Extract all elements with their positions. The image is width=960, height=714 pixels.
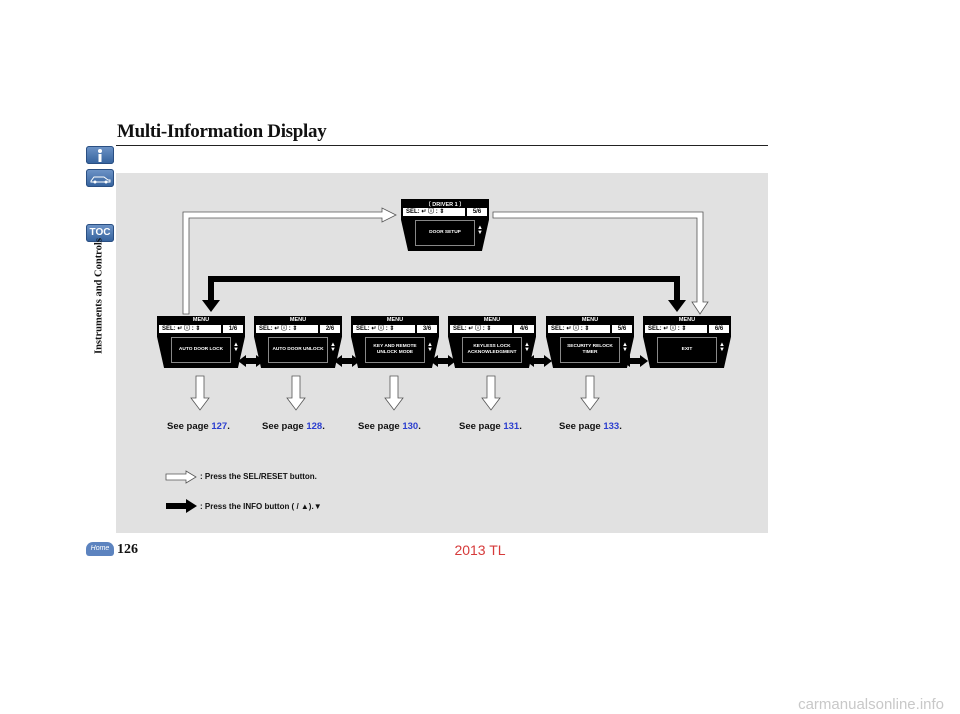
screen-sel-line: SEL: ↵ ⓘ : ⇕ [548,325,610,333]
screen-content: KEY AND REMOTE UNLOCK MODE [365,337,425,363]
updown-icon: ▲▼ [477,225,483,236]
page-link[interactable]: 130 [402,421,419,432]
see-page-suffix: . [619,421,622,432]
screen-header: MENU [192,317,210,323]
screen-content: EXIT [657,337,717,363]
screen-page-indicator: 4/6 [514,325,534,333]
see-page-prefix: See page [559,421,604,432]
see-page-prefix: See page [459,421,504,432]
see-page-ref-3: See page 130. [358,421,421,432]
info-arrow-loop [202,276,686,312]
see-page-ref-5: See page 133. [559,421,622,432]
menu-screen-6: MENU SEL: ↵ ⓘ : ⇕ 6/6 EXIT ▲▼ [643,316,731,368]
menu-screen-2: MENU SEL: ↵ ⓘ : ⇕ 2/6 AUTO DOOR UNLOCK ▲… [254,316,342,368]
legend-sel-arrow [165,470,197,484]
screen-sel-line: SEL: ↵ ⓘ : ⇕ [256,325,318,333]
sel-arrow-down [492,211,709,315]
see-page-suffix: . [418,421,421,432]
menu-screen-5: MENU SEL: ↵ ⓘ : ⇕ 5/6 SECURITY RELOCK TI… [546,316,634,368]
screen-page-indicator: 2/6 [320,325,340,333]
see-page-suffix: . [322,421,325,432]
screen-content: KEYLESS LOCK ACKNOWLEDGMENT [462,337,522,363]
page-number: 126 [117,542,138,557]
see-page-prefix: See page [167,421,212,432]
updown-icon: ▲▼ [233,342,239,353]
legend-info-text: : Press the INFO button ( / ▲).▼ [200,502,322,511]
screen-page-indicator: 3/6 [417,325,437,333]
screen-sel-line: SEL: ↵ ⓘ : ⇕ [353,325,415,333]
screen-content: AUTO DOOR UNLOCK [268,337,328,363]
home-button[interactable]: Home [86,542,114,556]
see-page-prefix: See page [358,421,403,432]
updown-icon: ▲▼ [622,342,628,353]
screen-sel-line: SEL: ↵ ⓘ : ⇕ [450,325,512,333]
screen-page-indicator: 1/6 [223,325,243,333]
legend-info-arrow [166,499,197,513]
see-page-ref-4: See page 131. [459,421,522,432]
info-icon[interactable] [86,146,114,164]
screen-content: DOOR SETUP [415,220,475,246]
screen-content: SECURITY RELOCK TIMER [560,337,620,363]
page-link[interactable]: 131 [503,421,520,432]
screen-page-indicator: 5/6 [467,208,487,216]
car-glyph-icon [90,176,111,184]
sel-arrow-up [182,207,397,315]
site-watermark: carmanualsonline.info [798,696,944,713]
screen-header: MENU [581,317,599,323]
updown-icon: ▲▼ [719,342,725,353]
updown-icon: ▲▼ [330,342,336,353]
sel-arrows-down [190,375,600,411]
screen-header: 〔 DRIVER 1 〕 [425,202,465,208]
title-divider [116,145,768,146]
screen-sel-line: SEL: ↵ ⓘ : ⇕ [403,208,465,216]
screen-page-indicator: 5/6 [612,325,632,333]
screen-header: MENU [678,317,696,323]
screen-header: MENU [289,317,307,323]
toc-button[interactable]: TOC [86,224,114,242]
screen-sel-line: SEL: ↵ ⓘ : ⇕ [645,325,707,333]
screen-page-indicator: 6/6 [709,325,729,333]
see-page-suffix: . [227,421,230,432]
see-page-ref-1: See page 127. [167,421,230,432]
menu-screen-3: MENU SEL: ↵ ⓘ : ⇕ 3/6 KEY AND REMOTE UNL… [351,316,439,368]
car-icon[interactable] [86,169,114,187]
model-watermark: 2013 TL [454,542,506,558]
screen-header: MENU [386,317,404,323]
page-link[interactable]: 133 [603,421,620,432]
legend-sel-text: : Press the SEL/RESET button. [200,472,317,481]
see-page-prefix: See page [262,421,307,432]
menu-screen-4: MENU SEL: ↵ ⓘ : ⇕ 4/6 KEYLESS LOCK ACKNO… [448,316,536,368]
page-link[interactable]: 128 [306,421,323,432]
driver-display-screen: 〔 DRIVER 1 〕 SEL: ↵ ⓘ : ⇕ 5/6 DOOR SETUP… [401,199,489,251]
menu-screen-1: MENU SEL: ↵ ⓘ : ⇕ 1/6 AUTO DOOR LOCK ▲▼ [157,316,245,368]
page-title: Multi-Information Display [117,121,327,142]
see-page-ref-2: See page 128. [262,421,325,432]
screen-content: AUTO DOOR LOCK [171,337,231,363]
page-link[interactable]: 127 [211,421,228,432]
updown-icon: ▲▼ [427,342,433,353]
screen-header: MENU [483,317,501,323]
updown-icon: ▲▼ [524,342,530,353]
see-page-suffix: . [519,421,522,432]
info-glyph-icon [98,149,102,162]
screen-sel-line: SEL: ↵ ⓘ : ⇕ [159,325,221,333]
